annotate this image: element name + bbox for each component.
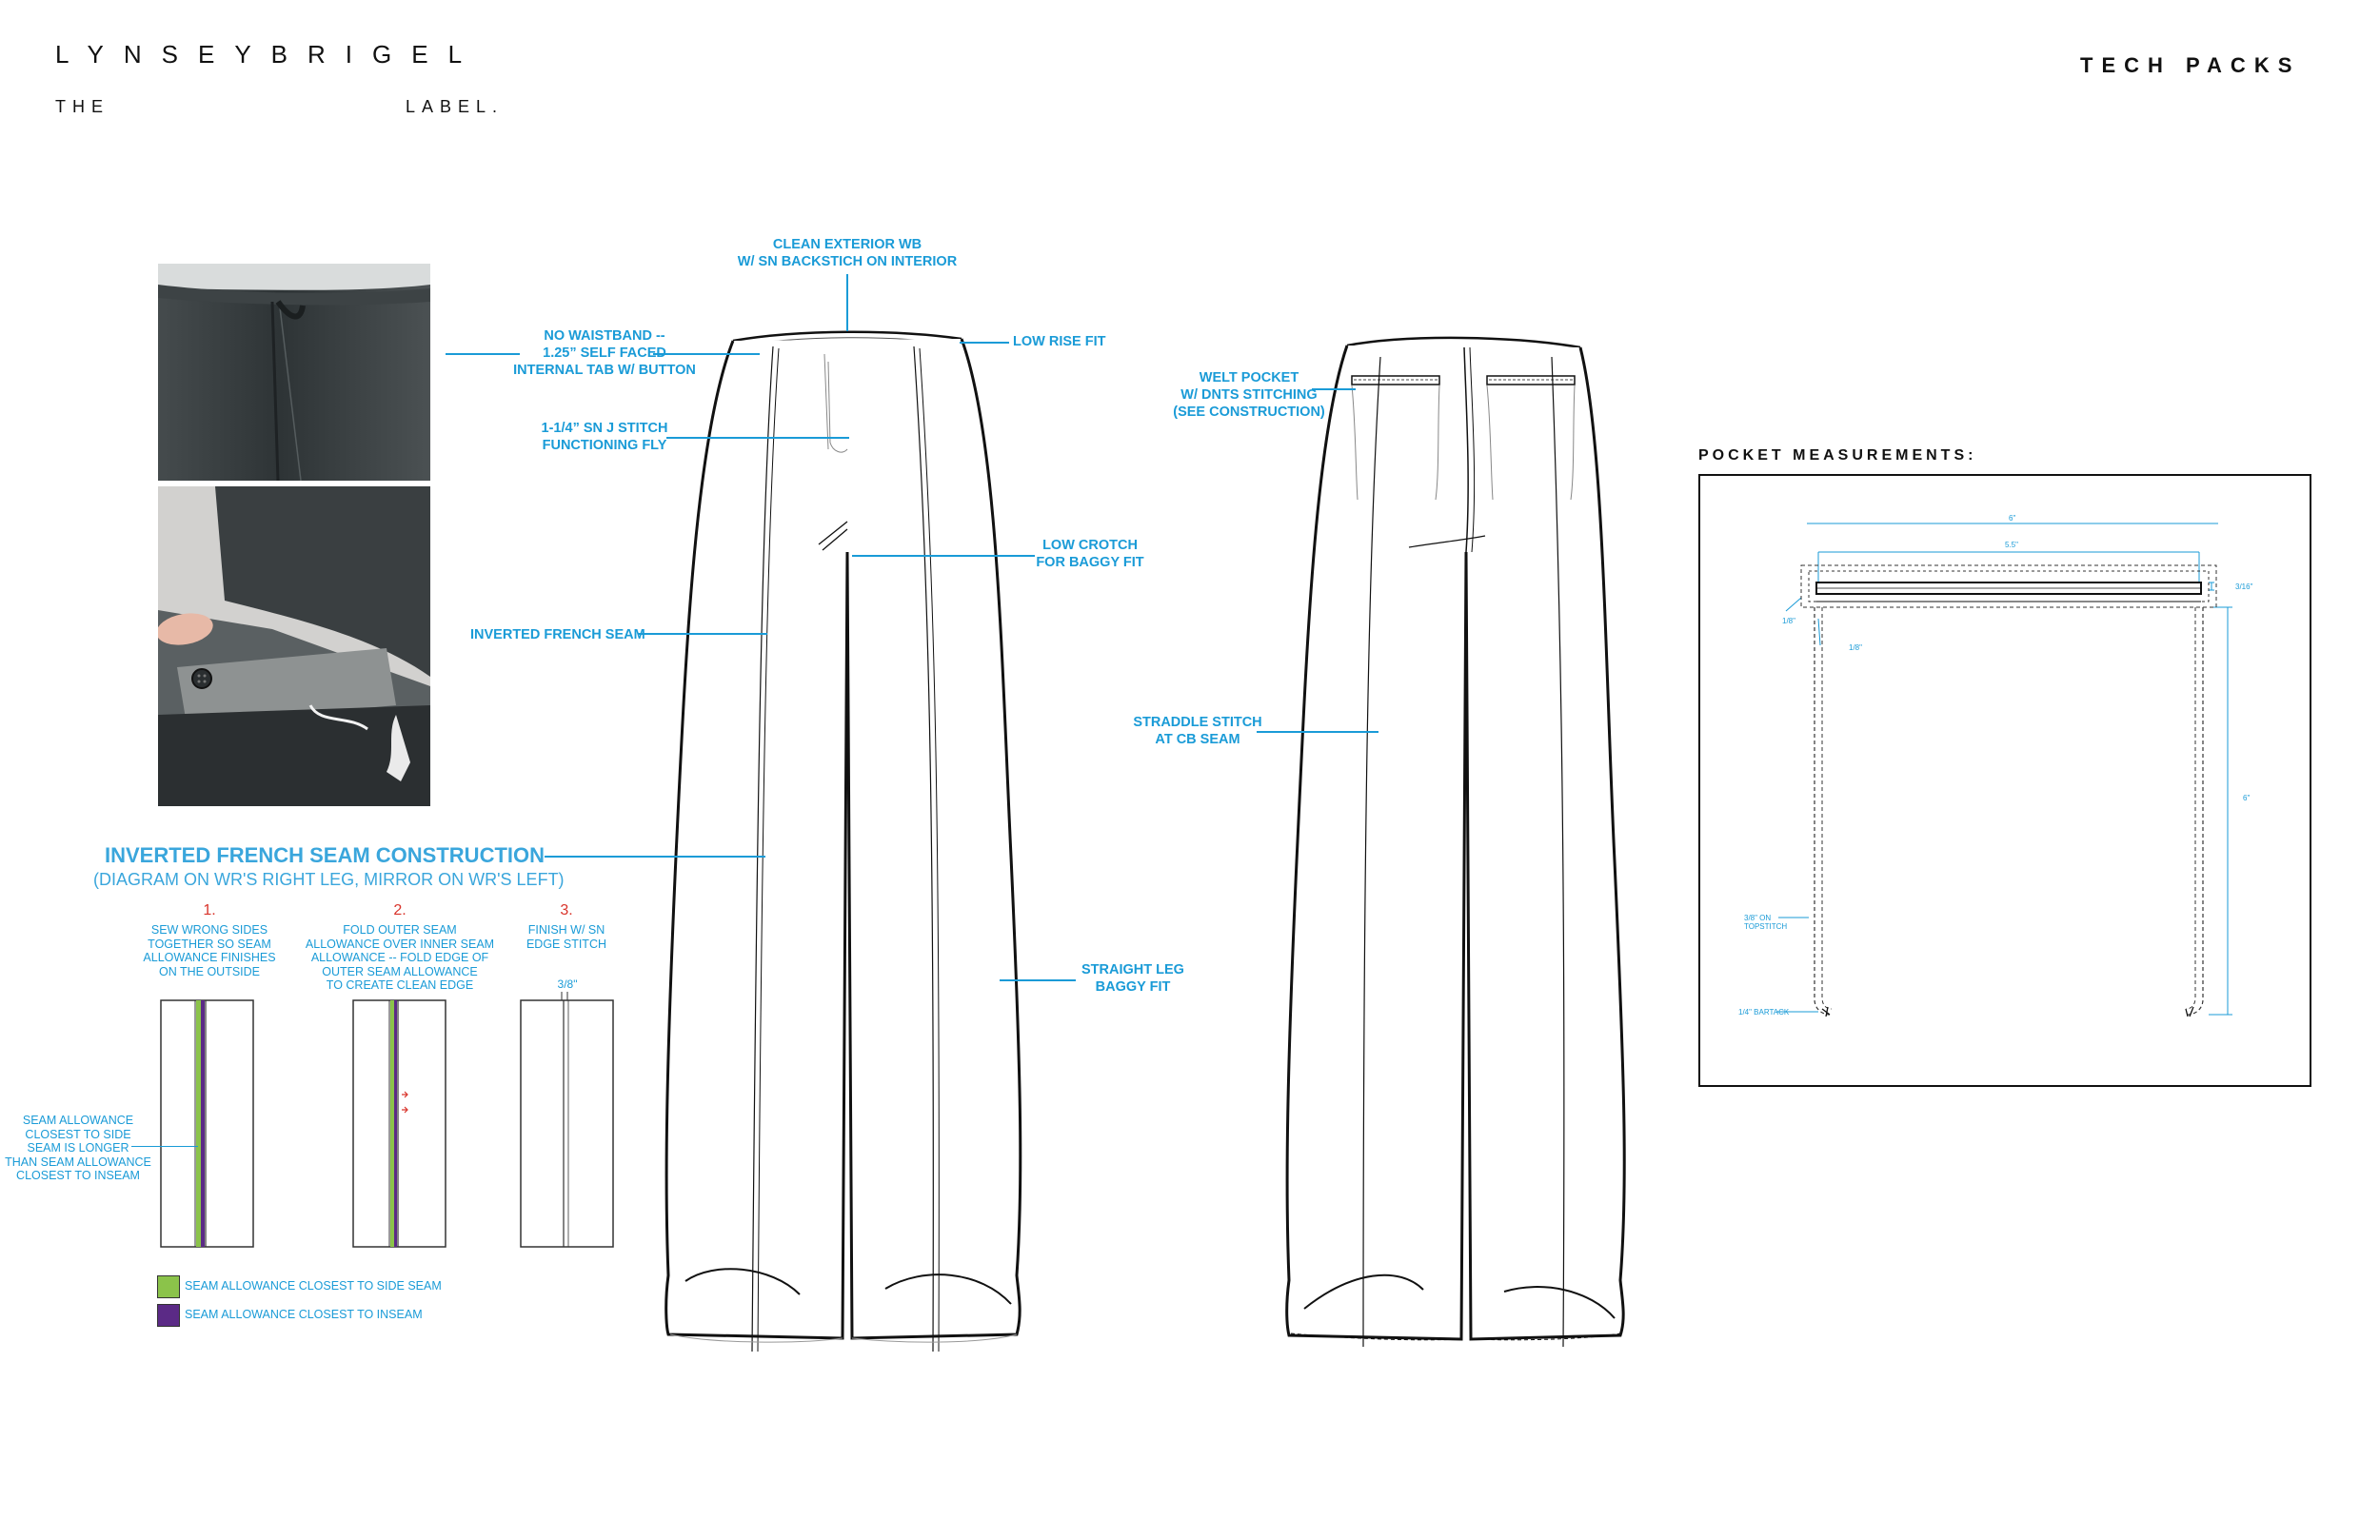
step-line: ALLOWANCE FINISHES: [143, 951, 276, 964]
callout-line: 1.25” SELF FACED: [543, 346, 666, 361]
step-line: FOLD OUTER SEAM: [343, 923, 457, 937]
legend-label: SEAM ALLOWANCE CLOSEST TO INSEAM: [185, 1308, 423, 1321]
callout-line: STRADDLE STITCH: [1133, 715, 1262, 730]
callout-line: FUNCTIONING FLY: [542, 438, 667, 453]
dim-bartack: 1/4" BARTACK: [1738, 1008, 1790, 1017]
brand-name: LYNSEYBRIGEL: [55, 40, 483, 69]
pocket-measurements-box: [1698, 474, 2311, 1087]
step-line: FINISH W/ SN: [527, 923, 605, 937]
dim-line: 3/8" ON: [1744, 914, 1772, 922]
button-tab-photo: [158, 486, 430, 806]
seam-construction-title: INVERTED FRENCH SEAM CONSTRUCTION: [105, 843, 545, 867]
step-line: OUTER SEAM ALLOWANCE: [322, 964, 478, 978]
dim-welt-height: 3/16": [2235, 582, 2253, 591]
callout-line: (SEE CONSTRUCTION): [1173, 405, 1325, 420]
step-line: TO CREATE CLEAN EDGE: [326, 978, 474, 992]
dim-overall: 6": [2009, 514, 2016, 523]
step-3: 3. FINISH W/ SN EDGE STITCH: [505, 902, 628, 951]
callout-straddle: STRADDLE STITCH AT CB SEAM: [1121, 714, 1274, 748]
leader-line: [446, 353, 520, 355]
callout-low-rise: LOW RISE FIT: [1013, 334, 1106, 349]
step-line: ALLOWANCE OVER INNER SEAM: [305, 937, 495, 951]
leader-line: [131, 1146, 198, 1147]
dim-line: TOPSTITCH: [1744, 922, 1788, 931]
note-line: SEAM ALLOWANCE: [22, 1114, 134, 1127]
dim-side-b: 1/8": [1849, 643, 1862, 652]
leader-line: [638, 633, 767, 635]
leader-line: [846, 274, 848, 331]
pocket-measurements-title: POCKET MEASUREMENTS:: [1698, 447, 1977, 464]
section-title: TECH PACKS: [2080, 53, 2301, 77]
side-note: SEAM ALLOWANCE CLOSEST TO SIDE SEAM IS L…: [4, 1114, 152, 1183]
callout-line: FOR BAGGY FIT: [1036, 555, 1144, 570]
step-number: 1.: [203, 902, 216, 918]
seam-construction-subtitle: (DIAGRAM ON WR'S RIGHT LEG, MIRROR ON WR…: [93, 870, 565, 889]
callout-inverted-seam: INVERTED FRENCH SEAM: [470, 627, 645, 642]
callout-straight-leg: STRAIGHT LEG BAGGY FIT: [1066, 961, 1200, 996]
waistband-photo: [158, 264, 430, 481]
callout-j-stitch: 1-1/4” SN J STITCH FUNCTIONING FLY: [514, 420, 695, 454]
callout-line: INTERNAL TAB W/ BUTTON: [513, 363, 696, 378]
front-view-pants: [664, 330, 1022, 1352]
leader-line: [1000, 979, 1076, 981]
note-line: CLOSEST TO INSEAM: [16, 1169, 140, 1182]
step-line: ALLOWANCE -- FOLD EDGE OF: [310, 951, 489, 964]
dim-opening: 5.5": [2005, 541, 2018, 549]
callout-line: AT CB SEAM: [1155, 732, 1240, 747]
step-2: 2. FOLD OUTER SEAM ALLOWANCE OVER INNER …: [305, 902, 495, 993]
callout-line: W/ SN BACKSTICH ON INTERIOR: [737, 254, 958, 269]
callout-line: W/ DNTS STITCHING: [1180, 387, 1318, 403]
brand-label: LABEL.: [406, 97, 505, 116]
leader-line: [1312, 388, 1356, 390]
seam-diagram-1: [160, 999, 254, 1248]
legend-swatch-purple: [157, 1304, 180, 1327]
callout-line: NO WAISTBAND --: [544, 328, 665, 344]
callout-line: STRAIGHT LEG: [1081, 962, 1184, 977]
dim-topstitch: 3/8" ON TOPSTITCH: [1744, 914, 1787, 931]
legend-swatch-green: [157, 1275, 180, 1298]
leader-line: [545, 856, 765, 858]
callout-line: 1-1/4” SN J STITCH: [541, 421, 668, 436]
note-line: THAN SEAM ALLOWANCE: [5, 1155, 151, 1169]
step-text: FINISH W/ SN EDGE STITCH: [505, 923, 628, 951]
step-3-measure: 3/8": [557, 977, 578, 991]
step-line: EDGE STITCH: [526, 937, 607, 951]
leader-line: [666, 437, 849, 439]
pocket-diagram: [1776, 523, 2232, 1017]
callout-low-crotch: LOW CROTCH FOR BAGGY FIT: [1028, 537, 1152, 571]
leader-line: [1257, 731, 1378, 733]
seam-diagram-2: [352, 999, 446, 1248]
step-line: TOGETHER SO SEAM: [148, 937, 271, 951]
step-text: SEW WRONG SIDES TOGETHER SO SEAM ALLOWAN…: [124, 923, 295, 978]
callout-line: WELT POCKET: [1199, 370, 1299, 385]
step-number: 2.: [393, 902, 407, 918]
callout-line: CLEAN EXTERIOR WB: [772, 237, 922, 252]
brand-the: THE: [55, 97, 109, 116]
leader-line: [653, 353, 760, 355]
step-number: 3.: [560, 902, 573, 918]
callout-line: BAGGY FIT: [1095, 979, 1171, 995]
note-line: CLOSEST TO SIDE: [25, 1127, 131, 1141]
seam-diagram-3: [520, 992, 614, 1248]
callout-clean-exterior: CLEAN EXTERIOR WB W/ SN BACKSTICH ON INT…: [724, 236, 971, 270]
leader-line: [960, 342, 1009, 344]
callout-line: LOW CROTCH: [1042, 538, 1138, 553]
dim-depth: 6": [2243, 794, 2251, 802]
note-line: SEAM IS LONGER: [27, 1141, 129, 1155]
callout-no-waistband: NO WAISTBAND -- 1.25” SELF FACED INTERNA…: [495, 327, 714, 379]
step-line: SEW WRONG SIDES: [150, 923, 268, 937]
leader-line: [852, 555, 1035, 557]
step-1: 1. SEW WRONG SIDES TOGETHER SO SEAM ALLO…: [124, 902, 295, 978]
legend-label: SEAM ALLOWANCE CLOSEST TO SIDE SEAM: [185, 1279, 442, 1293]
back-view-pants: [1285, 336, 1626, 1348]
step-line: ON THE OUTSIDE: [158, 964, 261, 978]
callout-welt-pocket: WELT POCKET W/ DNTS STITCHING (SEE CONST…: [1163, 369, 1335, 421]
dim-side-a: 1/8": [1782, 617, 1795, 625]
step-text: FOLD OUTER SEAM ALLOWANCE OVER INNER SEA…: [305, 923, 495, 993]
